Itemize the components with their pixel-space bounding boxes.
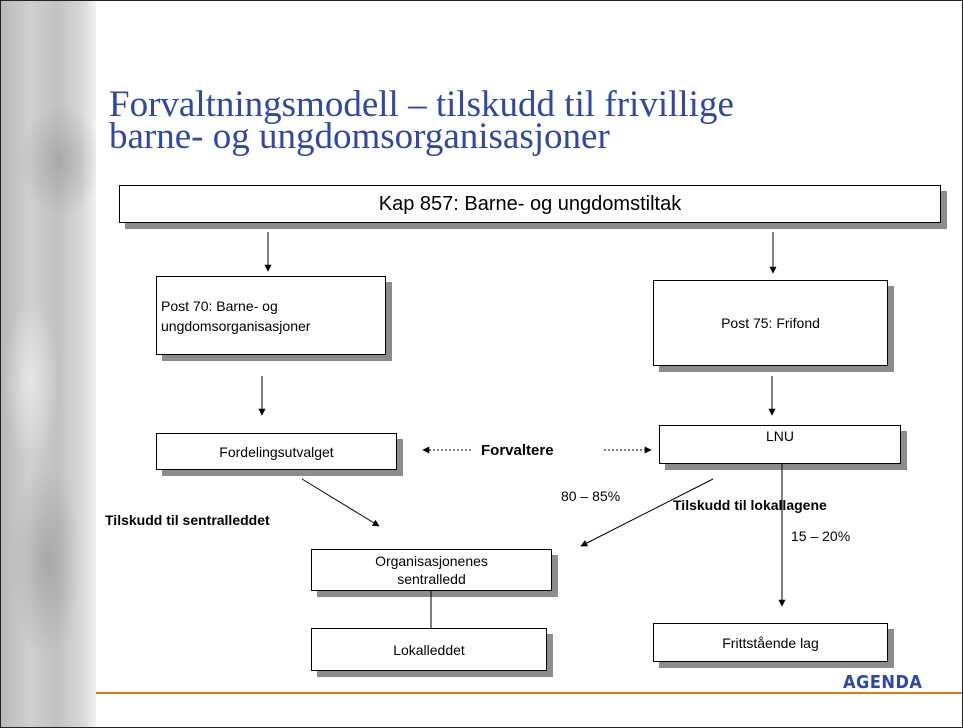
footer-line (96, 692, 962, 694)
box-frittstaende-lag: Frittstående lag (653, 623, 888, 662)
label-tilskudd-lokallagene: Tilskudd til lokallagene (673, 497, 827, 513)
label-forvaltere: Forvaltere (481, 442, 554, 459)
arrow-lnu-to-org (580, 478, 714, 547)
label-tilskudd-sentralleddet: Tilskudd til sentralleddet (105, 512, 270, 528)
box-post75: Post 75: Frifond (653, 280, 888, 366)
box-lokalleddet: Lokalleddet (311, 628, 547, 671)
agenda-logo: AGENDA (843, 672, 923, 693)
slide-title: Forvaltningsmodell – tilskudd til frivil… (109, 86, 734, 155)
box-kap857-label: Kap 857: Barne- og ungdomstiltak (378, 192, 682, 215)
box-post70: Post 70: Barne- og ungdomsorganisasjoner (156, 276, 386, 355)
box-post70-line1: Post 70: Barne- og (161, 297, 278, 314)
box-lnu: LNU (659, 425, 901, 464)
label-pct-15-20: 15 – 20% (791, 528, 851, 544)
box-post70-line2: ungdomsorganisasjoner (161, 317, 311, 334)
box-fordelingsutvalget: Fordelingsutvalget (156, 433, 397, 470)
title-line-1: Forvaltningsmodell – tilskudd til frivil… (109, 84, 734, 125)
box-org-line2: sentralledd (397, 571, 466, 587)
box-frittstaende-label: Frittstående lag (722, 634, 819, 651)
marble-side-panel (1, 1, 96, 727)
title-line-2: barne- og ungdomsorganisasjoner (109, 116, 610, 157)
box-fordelingsutvalget-label: Fordelingsutvalget (219, 443, 334, 460)
label-pct-80-85: 80 – 85% (561, 488, 621, 504)
box-organisasjonenes-sentralledd: Organisasjonenes sentralledd (311, 549, 552, 591)
box-lokalleddet-label: Lokalleddet (393, 641, 465, 658)
box-post75-label: Post 75: Frifond (721, 315, 820, 331)
box-org-line1: Organisasjonenes (375, 553, 488, 569)
arrow-fordelingsutvalget-to-org (301, 478, 380, 527)
box-kap857: Kap 857: Barne- og ungdomstiltak (119, 185, 941, 223)
box-lnu-label: LNU (765, 428, 794, 444)
